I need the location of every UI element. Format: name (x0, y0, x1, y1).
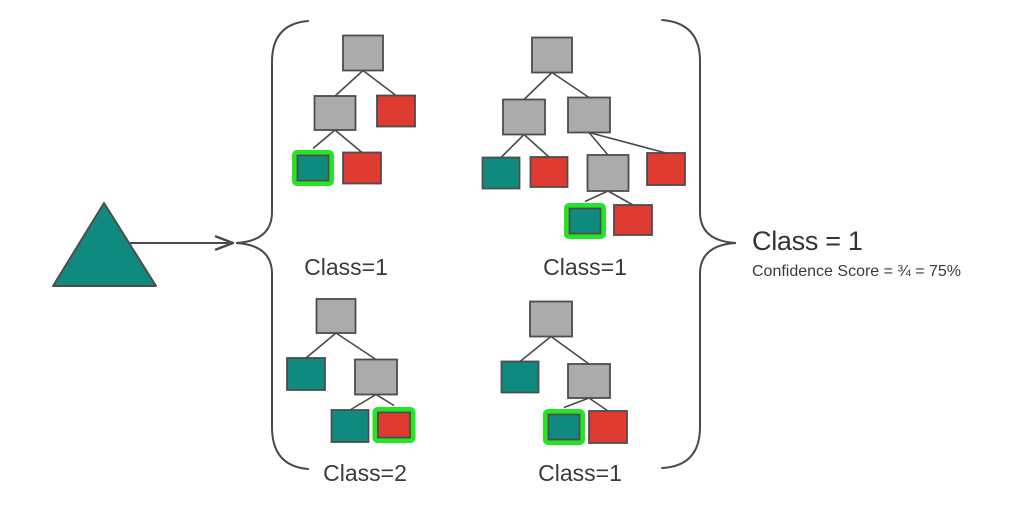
tree-1-edge-2 (312, 129, 336, 150)
tree-3-node-0-gray (315, 298, 357, 334)
tree-3-node-1-teal (286, 357, 326, 391)
tree-4-node-3-teal (547, 413, 581, 441)
tree-4-edge-2 (563, 397, 590, 409)
tree-1-edge-3 (334, 129, 363, 154)
tree-3-node-3-teal (330, 409, 370, 443)
confidence-score-label: Confidence Score = ¾ = 75% (752, 263, 962, 280)
tree-2-edge-4 (588, 131, 609, 156)
tree-3-node-4-red (377, 411, 411, 439)
tree-4-edge-0 (519, 335, 552, 363)
tree-3-edge-2 (349, 393, 377, 411)
tree-3-edge-1 (335, 332, 377, 361)
closing-brace (661, 19, 737, 469)
decision-tree-4 (500, 300, 628, 445)
arrow-head-icon (214, 235, 235, 251)
tree-1-node-1-gray (313, 95, 357, 131)
tree-2-edge-7 (607, 190, 634, 206)
tree-4-class-label: Class=1 (538, 460, 622, 486)
tree-2-node-7-teal (568, 207, 602, 235)
tree-3-edge-0 (305, 332, 337, 359)
tree-4-node-2-gray (567, 363, 611, 399)
tree-1-class-label: Class=1 (304, 254, 388, 280)
tree-2-node-4-red (529, 156, 569, 188)
input-arrow (130, 235, 235, 251)
predicted-class-label: Class = 1 (752, 226, 863, 256)
input-sample-triangle (52, 202, 157, 287)
tree-2-node-6-red (646, 152, 686, 186)
tree-1-node-3-teal (296, 154, 330, 182)
tree-1-node-4-red (342, 151, 382, 185)
tree-4-node-4-red (588, 410, 628, 444)
tree-2-node-3-teal (481, 156, 521, 190)
tree-1-node-2-red (376, 94, 416, 128)
tree-3-class-label: Class=2 (323, 460, 407, 486)
tree-2-node-8-red (613, 204, 653, 236)
tree-2-node-1-gray (502, 98, 546, 136)
decision-tree-3 (286, 298, 416, 443)
tree-4-node-1-teal (500, 360, 540, 394)
tree-2-class-label: Class=1 (543, 254, 627, 280)
tree-4-edge-3 (588, 397, 609, 412)
tree-2-node-2-gray (567, 96, 611, 134)
tree-2-node-5-gray (586, 154, 630, 192)
tree-2-edge-3 (523, 133, 550, 158)
opening-brace (235, 20, 309, 470)
prediction-result: Class = 1 Confidence Score = ¾ = 75% (752, 226, 961, 281)
decision-tree-2 (481, 36, 686, 239)
tree-1-edge-0 (334, 69, 364, 97)
tree-1-node-0-gray (342, 34, 384, 72)
decision-tree-1 (292, 34, 416, 186)
tree-2-edge-2 (500, 133, 525, 159)
tree-2-edge-0 (523, 71, 553, 101)
tree-2-edge-5 (588, 131, 667, 154)
tree-2-node-0-gray (531, 36, 573, 74)
tree-4-node-0-gray (529, 300, 573, 338)
tree-1-edge-1 (362, 69, 397, 97)
tree-3-edge-3 (375, 393, 395, 407)
tree-2-edge-6 (584, 190, 609, 203)
tree-4-edge-1 (550, 335, 590, 365)
tree-2-edge-1 (551, 71, 590, 99)
tree-3-node-2-gray (354, 358, 398, 396)
